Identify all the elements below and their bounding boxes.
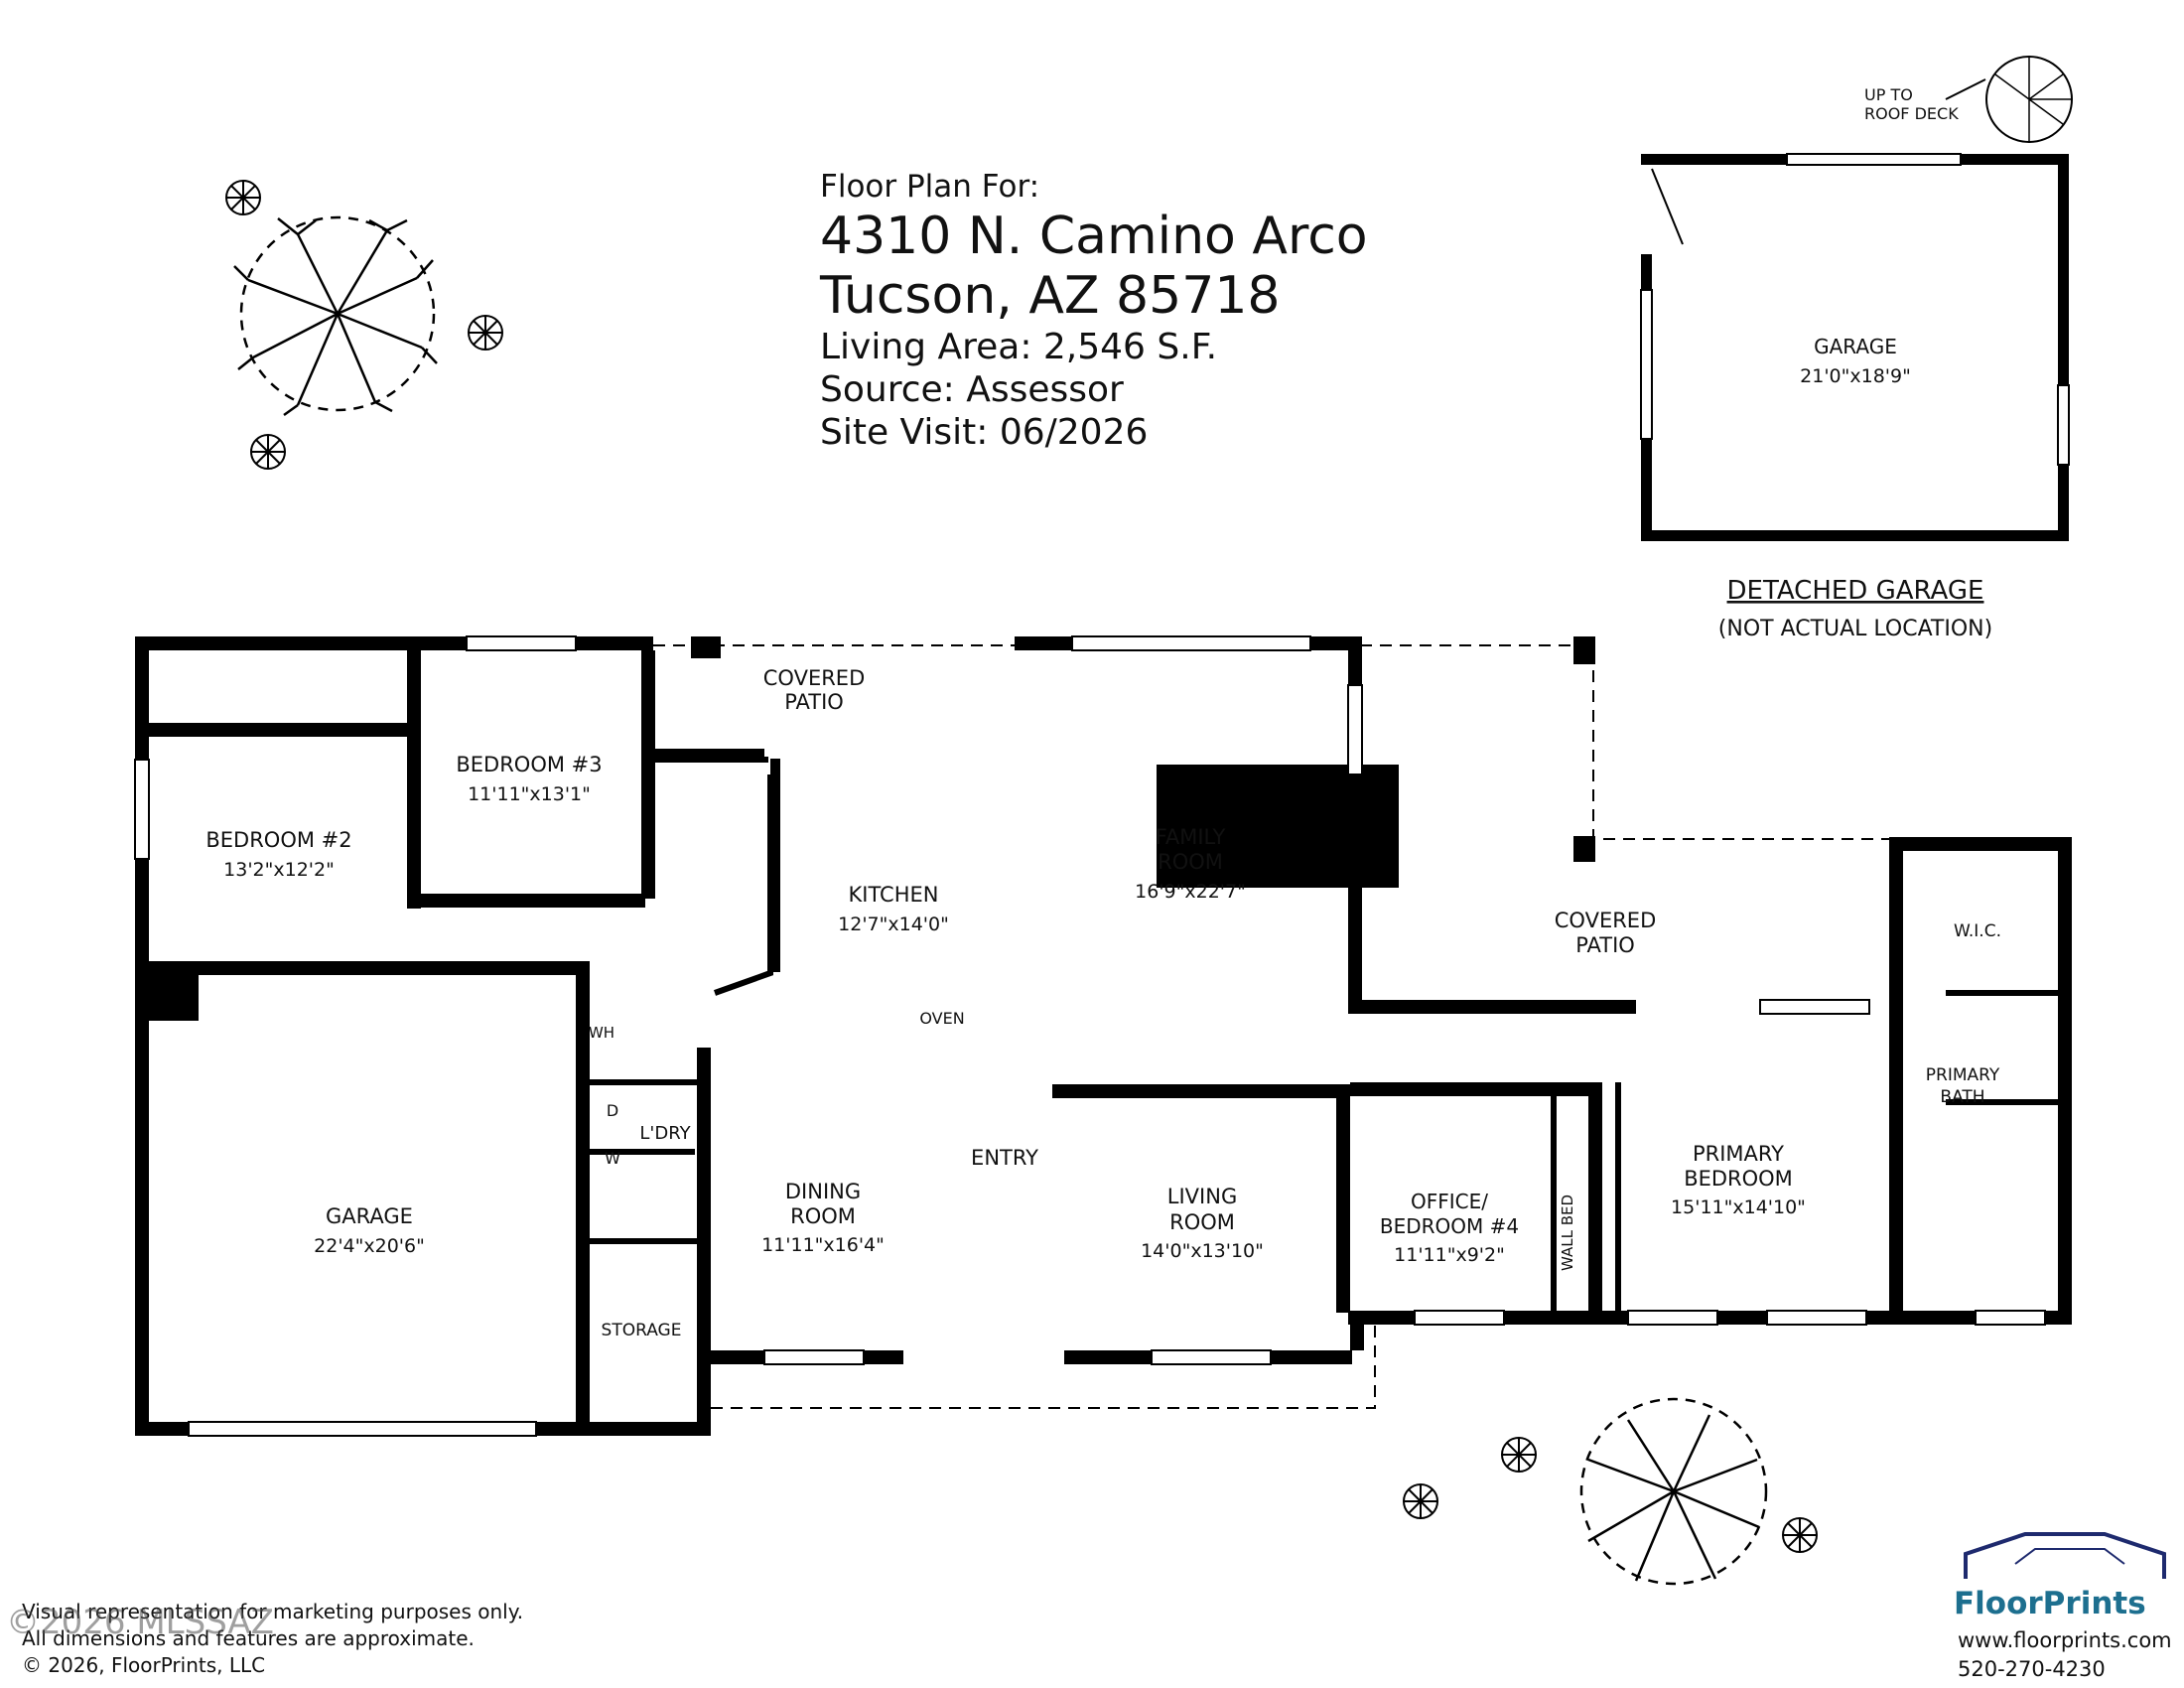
plan-header: Floor Plan For: 4310 N. Camino Arco Tucs… [820, 167, 1368, 454]
dining-dims: 11'11"x16'4" [761, 1234, 885, 1256]
interior-walls [590, 757, 2058, 1311]
office-name2: BEDROOM #4 [1380, 1214, 1519, 1238]
primary-bath-name2: BATH [1940, 1087, 1984, 1107]
disclaimer-line-3: © 2026, FloorPrints, LLC [22, 1653, 266, 1677]
stairs-label-2: ROOF DECK [1864, 104, 1959, 123]
primary-bedroom-name2: BEDROOM [1684, 1167, 1793, 1191]
disclaimer: Visual representation for marketing purp… [22, 1599, 523, 1679]
garage-dims: 22'4"x20'6" [314, 1235, 425, 1257]
header-source: Source: Assessor [820, 369, 1124, 410]
living-dims: 14'0"x13'10" [1141, 1240, 1264, 1262]
primary-bedroom-name1: PRIMARY [1693, 1142, 1784, 1166]
family-dims: 16'9"x22'7" [1135, 881, 1246, 903]
patio-outline [653, 644, 1889, 1409]
patio-top-name1: COVERED [763, 666, 866, 690]
brand-name: FloorPrints [1954, 1586, 2146, 1621]
header-city: Tucson, AZ 85718 [820, 266, 1281, 326]
family-name1: FAMILY [1156, 825, 1226, 849]
primary-bedroom-dims: 15'11"x14'10" [1671, 1196, 1806, 1218]
bedroom2-dims: 13'2"x12'2" [223, 859, 335, 881]
tree-icon [1579, 1397, 1768, 1586]
detached-garage-note: (NOT ACTUAL LOCATION) [1718, 617, 1992, 641]
washer-label: W [605, 1149, 620, 1168]
disclaimer-line-1: Visual representation for marketing purp… [22, 1600, 524, 1623]
family-name2: ROOM [1158, 850, 1223, 874]
patio-right-name1: COVERED [1555, 909, 1657, 932]
detached-garage-name: GARAGE [1814, 335, 1897, 358]
office-dims: 11'11"x9'2" [1394, 1244, 1505, 1266]
patio-right-name2: PATIO [1575, 933, 1635, 957]
floorprints-logo-icon [1964, 1532, 2166, 1579]
room-labels: BEDROOM #2 13'2"x12'2" BEDROOM #3 11'11"… [205, 666, 2001, 1340]
shrub-icon [225, 180, 503, 470]
office-name1: OFFICE/ [1411, 1190, 1488, 1213]
header-site-visit: Site Visit: 06/2026 [820, 412, 1149, 453]
laundry-name: L'DRY [639, 1123, 691, 1144]
storage-name: STORAGE [602, 1321, 682, 1340]
detached-garage-dims: 21'0"x18'9" [1800, 365, 1911, 387]
detached-garage [1640, 56, 2073, 541]
kitchen-dims: 12'7"x14'0" [838, 914, 949, 935]
wic-name: W.I.C. [1954, 921, 2001, 941]
disclaimer-line-2: All dimensions and features are approxim… [22, 1626, 475, 1650]
header-address: 4310 N. Camino Arco [820, 207, 1368, 266]
stairs-label-1: UP TO [1864, 85, 1913, 104]
bedroom3-dims: 11'11"x13'1" [468, 783, 591, 805]
bedroom3-name: BEDROOM #3 [456, 753, 602, 776]
dining-name2: ROOM [790, 1204, 856, 1228]
bedroom2-name: BEDROOM #2 [205, 828, 351, 852]
living-name2: ROOM [1169, 1210, 1235, 1234]
header-line-1: Floor Plan For: [820, 169, 1040, 205]
tree-icon [233, 215, 438, 417]
header-living-area: Living Area: 2,546 S.F. [820, 327, 1218, 367]
oven-name: OVEN [919, 1009, 964, 1028]
dining-name1: DINING [785, 1180, 861, 1203]
patio-top-name2: PATIO [784, 690, 844, 714]
living-name1: LIVING [1167, 1185, 1237, 1208]
windows [134, 635, 2046, 1437]
brand-url: www.floorprints.com [1958, 1628, 2172, 1652]
water-heater-label: WH [589, 1024, 614, 1042]
kitchen-name: KITCHEN [849, 883, 939, 907]
entry-name: ENTRY [971, 1146, 1038, 1170]
dryer-label: D [607, 1101, 618, 1120]
primary-bath-name1: PRIMARY [1926, 1065, 2000, 1085]
wall-bed-label: WALL BED [1559, 1195, 1576, 1271]
brand-phone: 520-270-4230 [1958, 1657, 2106, 1681]
mls-watermark: ©2026 MLSSAZ [6, 1603, 274, 1642]
shrub-icon [1403, 1437, 1818, 1553]
detached-garage-label: DETACHED GARAGE [1727, 576, 1984, 606]
garage-name: GARAGE [326, 1204, 413, 1228]
